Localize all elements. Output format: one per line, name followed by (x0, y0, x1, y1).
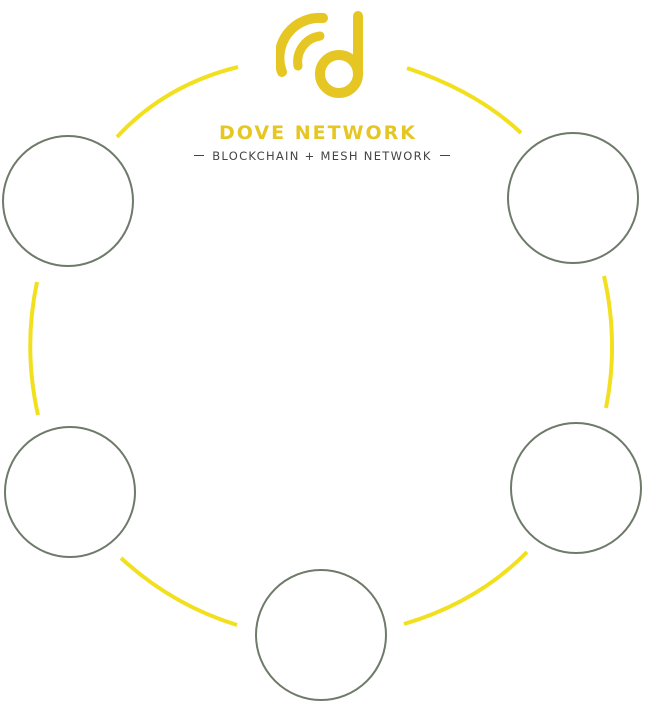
ring-arc-bottom-right (403, 550, 529, 626)
tagline-dash-right (439, 154, 450, 157)
node-mid-right (510, 422, 642, 554)
node-bottom (255, 569, 387, 701)
nodes (2, 132, 642, 701)
ring-arcs (28, 65, 614, 627)
brand-tagline-row: BLOCKCHAIN + MESH NETWORK (0, 149, 644, 163)
ring-arc-top-right (406, 66, 523, 135)
tagline-dash-left (194, 154, 205, 157)
node-mid-left (4, 426, 136, 558)
brand-tagline: BLOCKCHAIN + MESH NETWORK (212, 149, 432, 163)
brand-title: DOVE NETWORK (218, 122, 417, 144)
dove-network-logo-icon (276, 11, 363, 98)
ring-arc-top-left (115, 65, 239, 139)
ring-arc-left (28, 281, 40, 416)
ring-arc-bottom-left (119, 556, 238, 627)
ring-arc-right (602, 275, 614, 409)
node-top-left (2, 135, 134, 267)
node-top-right (507, 132, 639, 264)
